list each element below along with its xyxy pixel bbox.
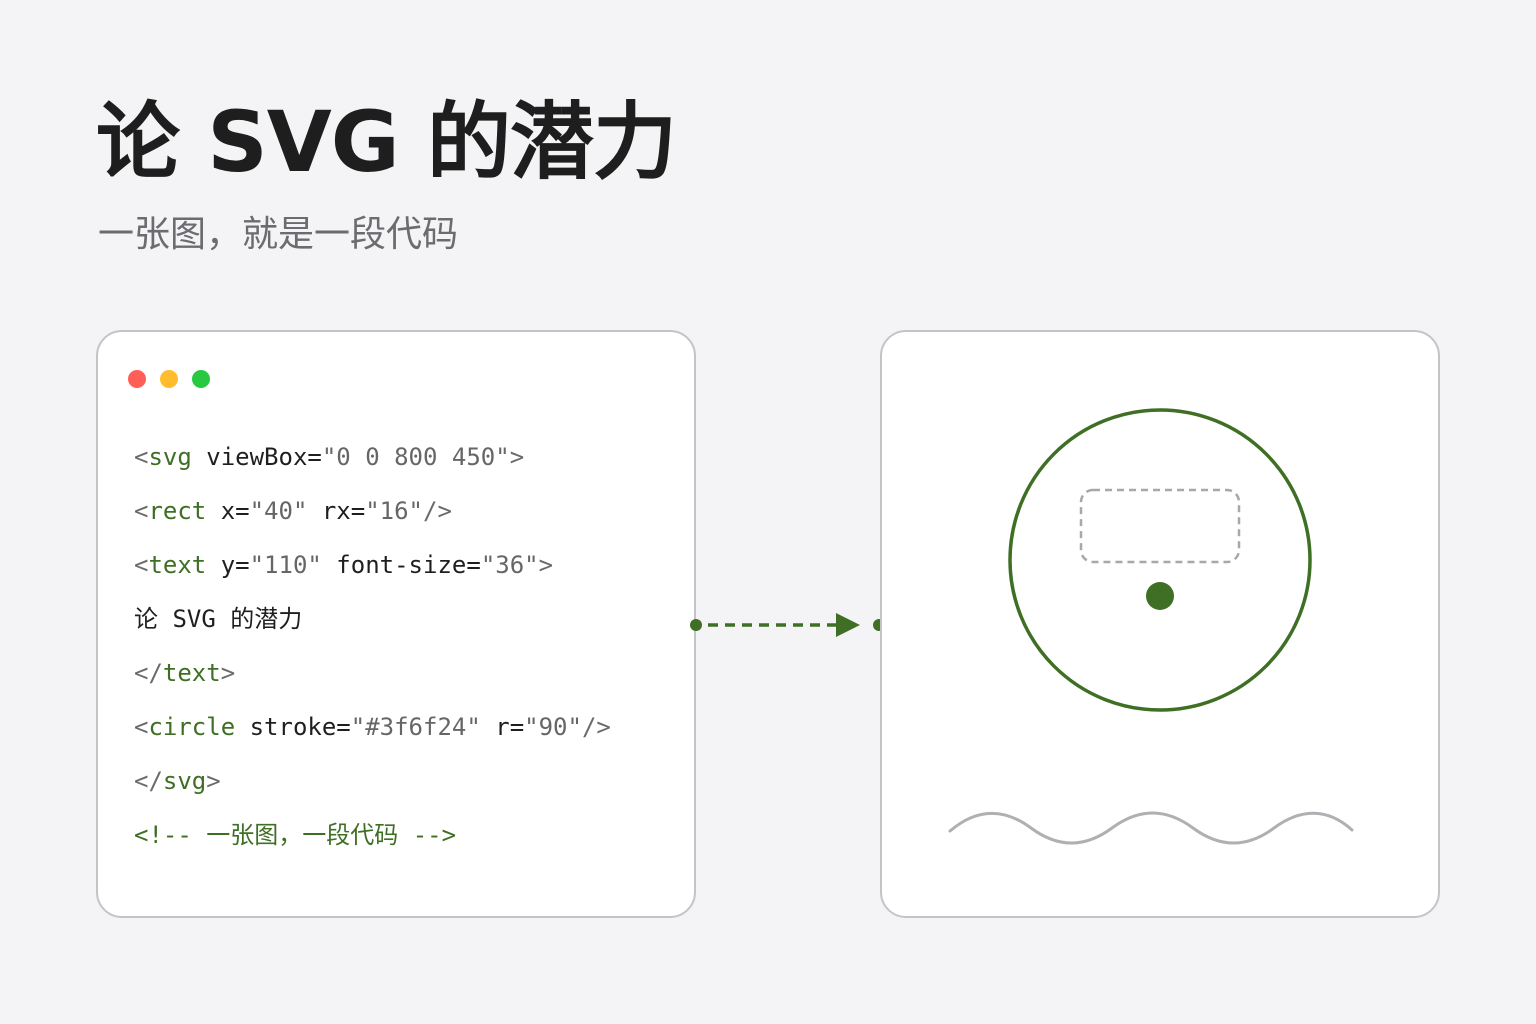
code-line: <rect x="40" rx="16"/> [134, 494, 452, 528]
code-token-tag: rect [148, 497, 207, 525]
code-token-tag: text [148, 551, 207, 579]
code-token-val: "90" [524, 713, 582, 741]
code-token-attr: rx= [307, 497, 366, 525]
code-token-punc: > [220, 659, 236, 687]
svg-preview-canvas [948, 408, 1354, 845]
code-token-attr: r= [480, 713, 525, 741]
svg-preview-panel [880, 330, 1440, 918]
code-line: <!-- 一张图，一段代码 --> [134, 818, 456, 852]
code-token-tag: text [162, 659, 221, 687]
code-token-val: "0 0 800 450" [321, 443, 510, 471]
code-token-attr: font-size= [321, 551, 481, 579]
code-line: 论 SVG 的潜力 [134, 602, 302, 636]
code-token-punc: < [134, 551, 149, 579]
window-minimize-dot-icon[interactable] [160, 370, 178, 388]
code-token-text: 论 SVG 的潜力 [134, 605, 303, 633]
preview-dot [1146, 582, 1174, 610]
code-token-tag: svg [162, 767, 207, 795]
code-token-attr: x= [206, 497, 250, 525]
code-token-punc: > [538, 551, 554, 579]
code-line: <svg viewBox="0 0 800 450"> [134, 440, 524, 474]
code-token-punc: /> [423, 497, 452, 525]
code-token-punc: < [134, 713, 149, 741]
arrow-head-icon [836, 613, 860, 637]
page-title: 论 SVG 的潜力 [96, 93, 677, 191]
code-token-val: "40" [249, 497, 308, 525]
code-token-punc: /> [581, 713, 611, 741]
dashed-arrow-connector [690, 613, 885, 637]
code-token-comment: <!-- 一张图，一段代码 --> [134, 821, 457, 849]
code-line: <circle stroke="#3f6f24" r="90"/> [134, 710, 611, 744]
code-token-attr: viewBox= [191, 443, 322, 471]
code-window: <svg viewBox="0 0 800 450"><rect x="40" … [96, 330, 696, 918]
code-token-punc: < [134, 497, 149, 525]
code-token-val: "#3f6f24" [350, 713, 481, 741]
connector-start-dot [690, 619, 702, 631]
code-token-punc: </ [134, 659, 163, 687]
window-close-dot-icon[interactable] [128, 370, 146, 388]
page-subtitle: 一张图，就是一段代码 [98, 214, 459, 255]
code-token-tag: circle [148, 713, 236, 741]
code-token-tag: svg [148, 443, 192, 471]
code-token-val: "16" [365, 497, 423, 525]
code-token-punc: > [509, 443, 525, 471]
code-line: <text y="110" font-size="36"> [134, 548, 553, 582]
code-token-val: "36" [480, 551, 539, 579]
code-token-attr: y= [206, 551, 250, 579]
code-token-punc: </ [134, 767, 163, 795]
preview-wave-line [948, 811, 1354, 845]
preview-dashed-rect [1079, 488, 1241, 564]
code-token-attr: stroke= [235, 713, 351, 741]
window-zoom-dot-icon[interactable] [192, 370, 210, 388]
code-token-punc: > [206, 767, 221, 795]
code-token-punc: < [134, 443, 149, 471]
preview-circle [1008, 408, 1312, 712]
code-line: </text> [134, 656, 235, 690]
code-line: </svg> [134, 764, 221, 798]
code-token-val: "110" [249, 551, 322, 579]
